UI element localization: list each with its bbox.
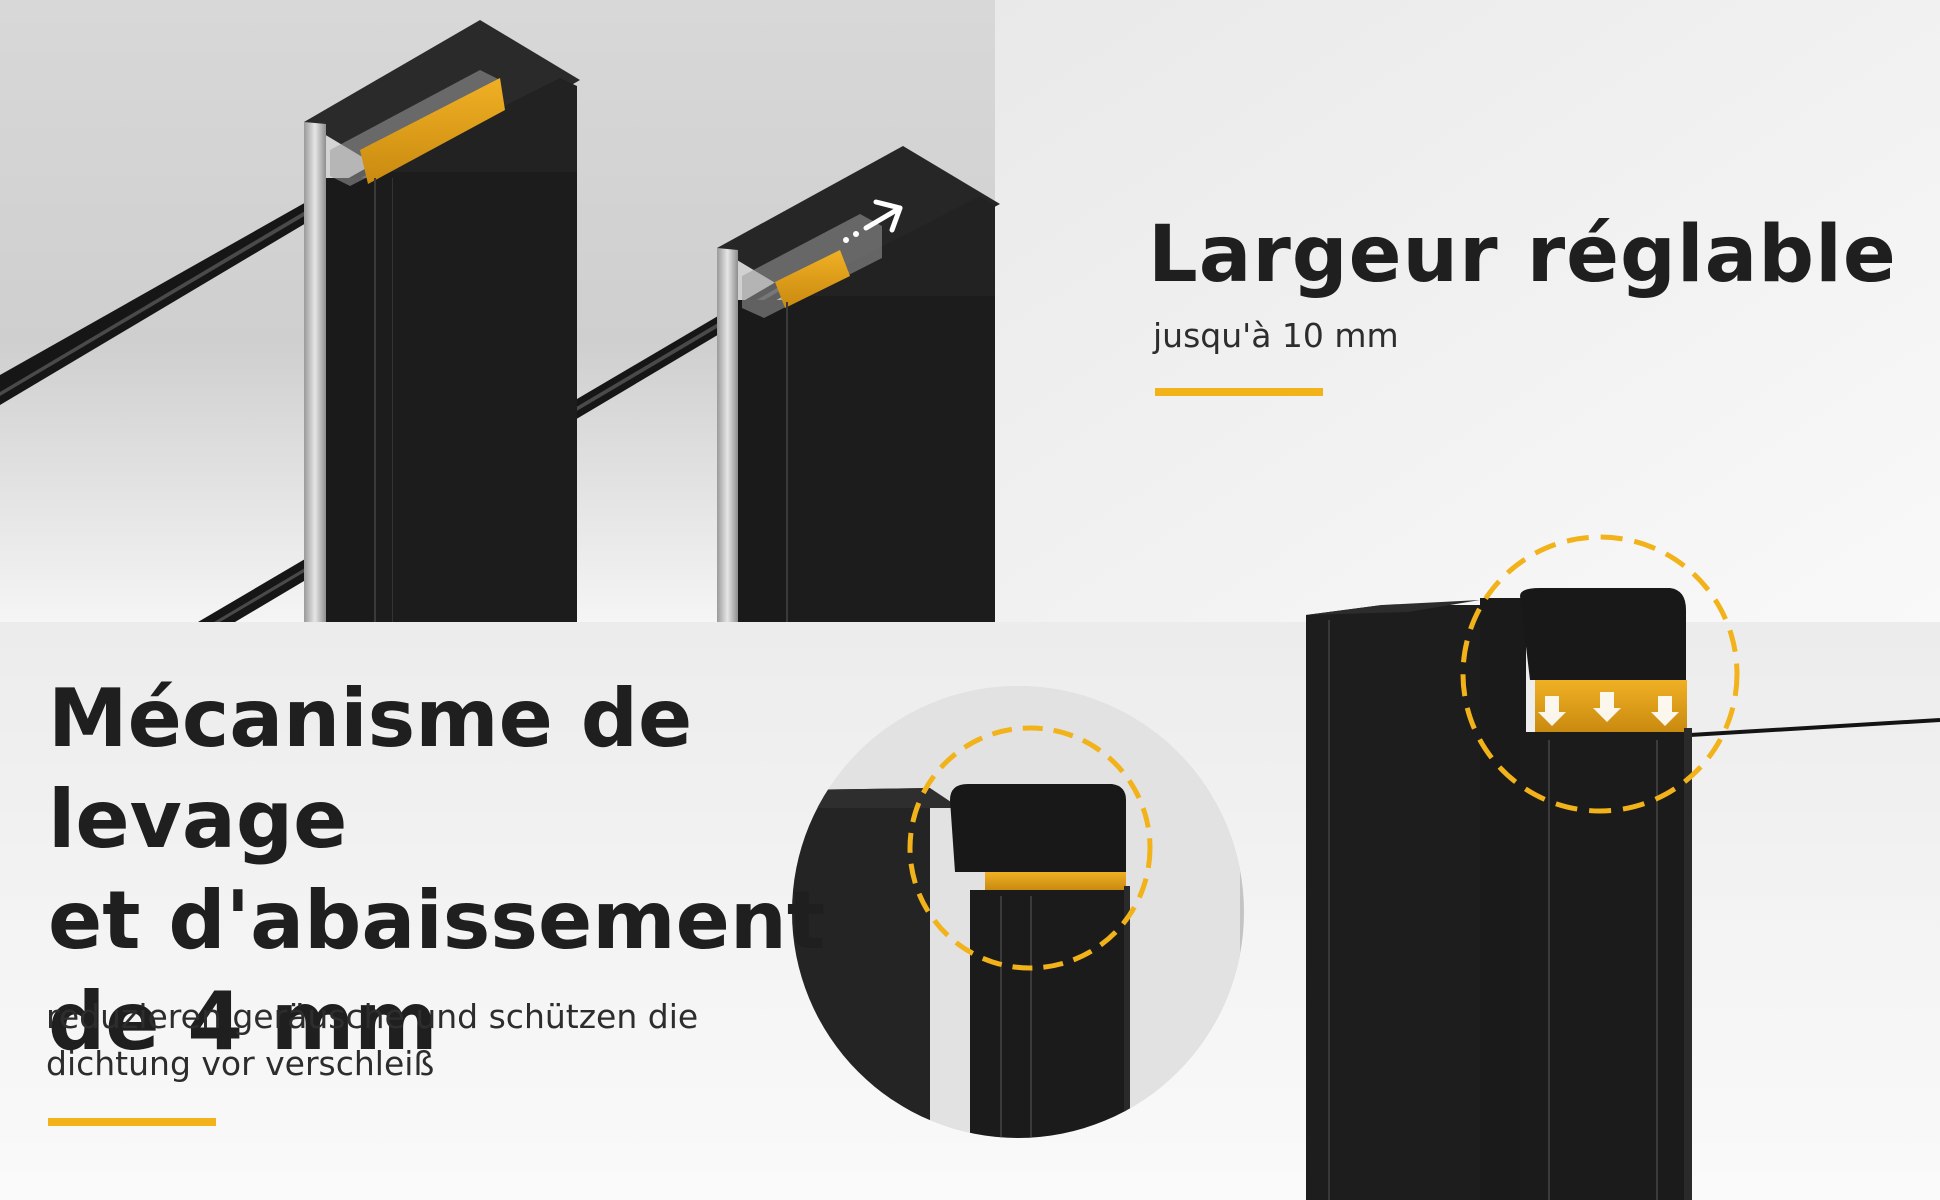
profile-right — [717, 146, 1000, 622]
amber-seal-left — [360, 78, 505, 184]
accent-line-bottom — [48, 1118, 216, 1126]
amber-seal-magnified — [985, 872, 1126, 890]
accent-line-top — [1155, 388, 1323, 396]
subtitle-lift-mechanism: reduzieren geräusche und schützen die di… — [46, 993, 766, 1087]
glass-rail-1-highlight — [0, 172, 372, 396]
highlight-circle-small — [907, 725, 1153, 971]
highlight-circle-large — [1460, 534, 1740, 814]
profile-left — [304, 20, 580, 622]
title-line: et d'abaissement — [48, 874, 826, 967]
subtitle-adjustable-width: jusqu'à 10 mm — [1153, 316, 1399, 355]
subtitle-line: dichtung vor verschleiß — [46, 1044, 435, 1083]
title-line: de 4 mm — [48, 975, 438, 1068]
hinge-profile — [1306, 588, 1940, 1200]
magnified-view — [792, 686, 1244, 1138]
title-adjustable-width: Largeur réglable — [1148, 210, 1897, 300]
background-right — [995, 0, 1940, 622]
white-arrow-right-icon — [843, 199, 903, 243]
title-lift-mechanism: Mécanisme de levage et d'abaissement de … — [48, 668, 868, 1072]
amber-seal-right — [775, 250, 850, 308]
title-line: Mécanisme de levage — [48, 672, 693, 866]
subtitle-line: reduzieren geräusche und schützen die — [46, 997, 699, 1036]
down-arrow-icon — [1538, 692, 1679, 726]
